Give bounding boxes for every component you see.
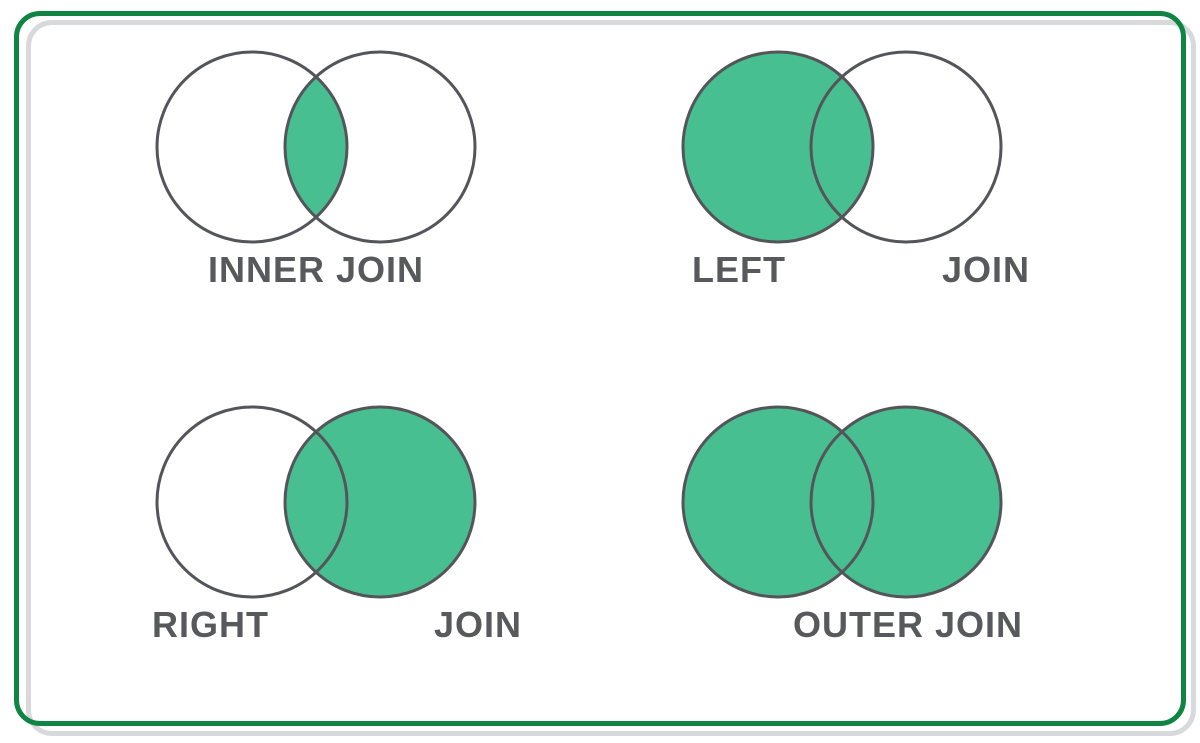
inner-join-panel: INNER JOIN: [104, 24, 528, 304]
right-circle: [809, 50, 1003, 244]
outer-join-panel: OUTER JOIN: [630, 379, 1054, 659]
left-circle-fill: [683, 52, 873, 242]
left-join-label-left: LEFT: [692, 249, 786, 290]
left-circle: [155, 405, 349, 599]
right-join-label-left: RIGHT: [152, 604, 269, 645]
left-circle: [155, 50, 349, 244]
inner-join-label: INNER JOIN: [207, 249, 425, 290]
left-join-venn-diagram: [681, 50, 1003, 244]
right-circle: [283, 405, 477, 599]
card-shadow-outline: [26, 20, 1196, 736]
right-circle-fill: [285, 407, 475, 597]
right-join-label-right: JOIN: [433, 604, 522, 645]
left-join-label: LEFT JOIN: [692, 250, 1030, 290]
right-circle: [809, 405, 1003, 599]
right-circle: [283, 50, 477, 244]
intersection-fill: [285, 52, 347, 242]
left-circle: [681, 50, 875, 244]
outer-join-venn-diagram: [681, 405, 1003, 599]
right-circle-fill: [811, 407, 1001, 597]
right-join-panel: RIGHT JOIN: [104, 379, 528, 659]
right-join-venn-diagram: [155, 405, 477, 599]
inner-join-venn-diagram: [155, 50, 477, 244]
left-join-panel: LEFT JOIN: [630, 24, 1054, 304]
card-green-frame: [14, 11, 1186, 726]
left-circle: [681, 405, 875, 599]
left-join-label-right: JOIN: [941, 249, 1030, 290]
right-join-label: RIGHT JOIN: [152, 605, 522, 645]
outer-join-label: OUTER JOIN: [792, 604, 1024, 645]
